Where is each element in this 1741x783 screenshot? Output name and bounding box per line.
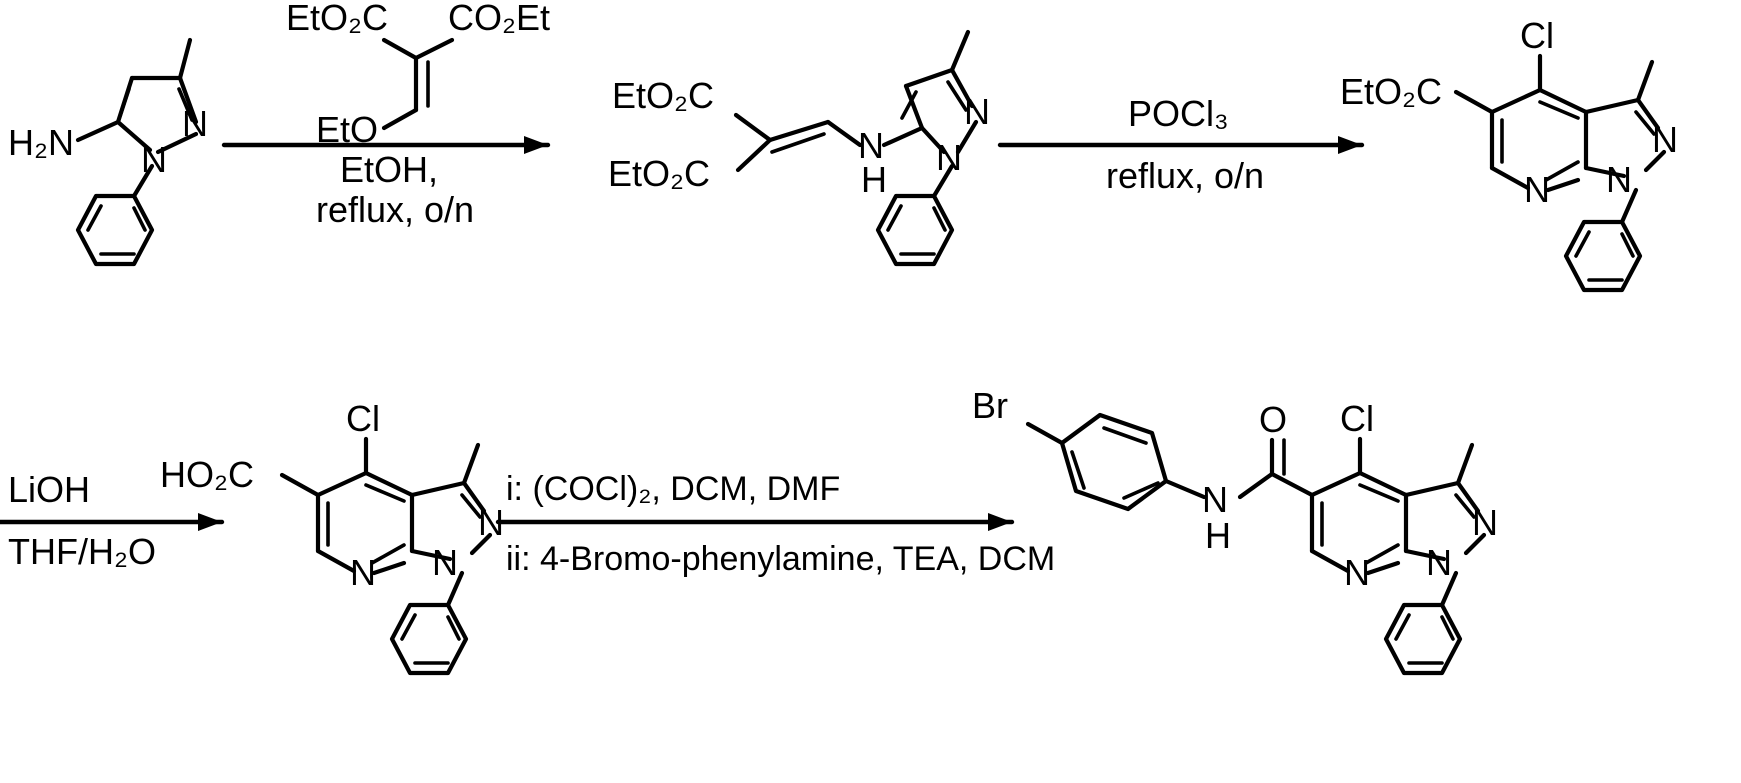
condition-step4-line2: ii: 4-Bromo-phenylamine, TEA, DCM	[506, 540, 1055, 578]
label-n2-s5: N	[1472, 502, 1498, 543]
structure-4-carboxylic-acid: Cl HO₂C N N N	[160, 398, 504, 676]
condition-step3-line1: LiOH	[8, 469, 90, 510]
condition-step2-line2: reflux, o/n	[1106, 155, 1264, 196]
condition-step1-line2: reflux, o/n	[316, 189, 474, 230]
label-n2-s2: N	[964, 91, 990, 132]
label-co2et-reagent1: CO₂Et	[448, 0, 550, 38]
arrow-step-3: LiOH THF/H₂O	[0, 469, 225, 572]
label-eto2c-top-s2: EtO₂C	[612, 75, 714, 116]
label-nh-h-s2: H	[861, 159, 887, 200]
label-n1-s2: N	[936, 137, 962, 178]
condition-step2-line1: POCl₃	[1128, 93, 1229, 134]
label-n1-s4: N	[432, 542, 458, 583]
label-cl-s5: Cl	[1340, 398, 1374, 439]
label-n2-s1: N	[182, 103, 208, 144]
structure-5-final-amide: Br O N H Cl N N N	[972, 385, 1498, 676]
label-cl-s3: Cl	[1520, 15, 1554, 56]
label-n1-s1: N	[141, 139, 167, 180]
structure-3-ethyl-ester-pyrazolopyridine: Cl EtO₂C N N N	[1340, 15, 1678, 293]
label-n7-s5: N	[1344, 552, 1370, 593]
label-cl-s4: Cl	[346, 398, 380, 439]
arrow-step-2: POCl₃ reflux, o/n	[997, 93, 1365, 196]
structure-1-aminopyrazole: H₂N N N	[8, 37, 208, 267]
arrow-step-1: EtOH, reflux, o/n	[221, 136, 551, 230]
label-n2-s3: N	[1652, 119, 1678, 160]
label-n7-s4: N	[350, 552, 376, 593]
condition-step4-line1: i: (COCl)₂, DCM, DMF	[506, 470, 840, 508]
label-eto2c-bottom-s2: EtO₂C	[608, 153, 710, 194]
label-n1-s5: N	[1426, 542, 1452, 583]
label-n1-s3: N	[1606, 159, 1632, 200]
label-ho2c-s4: HO₂C	[160, 454, 254, 495]
label-o-s5: O	[1259, 399, 1287, 440]
reagent-1-diethyl-ethoxymethylenemalonate: EtO₂C CO₂Et EtO	[286, 0, 550, 150]
arrow-step-4: i: (COCl)₂, DCM, DMF ii: 4-Bromo-phenyla…	[495, 470, 1055, 578]
label-nh-n-s2: N	[858, 125, 884, 166]
condition-step1-line1: EtOH,	[340, 149, 438, 190]
label-eto2c-reagent1: EtO₂C	[286, 0, 388, 38]
label-h2n-s1: H₂N	[8, 122, 74, 163]
label-nh-h-s5: H	[1205, 515, 1231, 556]
label-br-s5: Br	[972, 385, 1008, 426]
structure-2-enamine-malonate: EtO₂C EtO₂C N H N N	[608, 29, 990, 267]
label-n7-s3: N	[1524, 169, 1550, 210]
condition-step3-line2: THF/H₂O	[8, 531, 156, 572]
label-eto2c-s3: EtO₂C	[1340, 71, 1442, 112]
label-nh-n-s5: N	[1202, 479, 1228, 520]
